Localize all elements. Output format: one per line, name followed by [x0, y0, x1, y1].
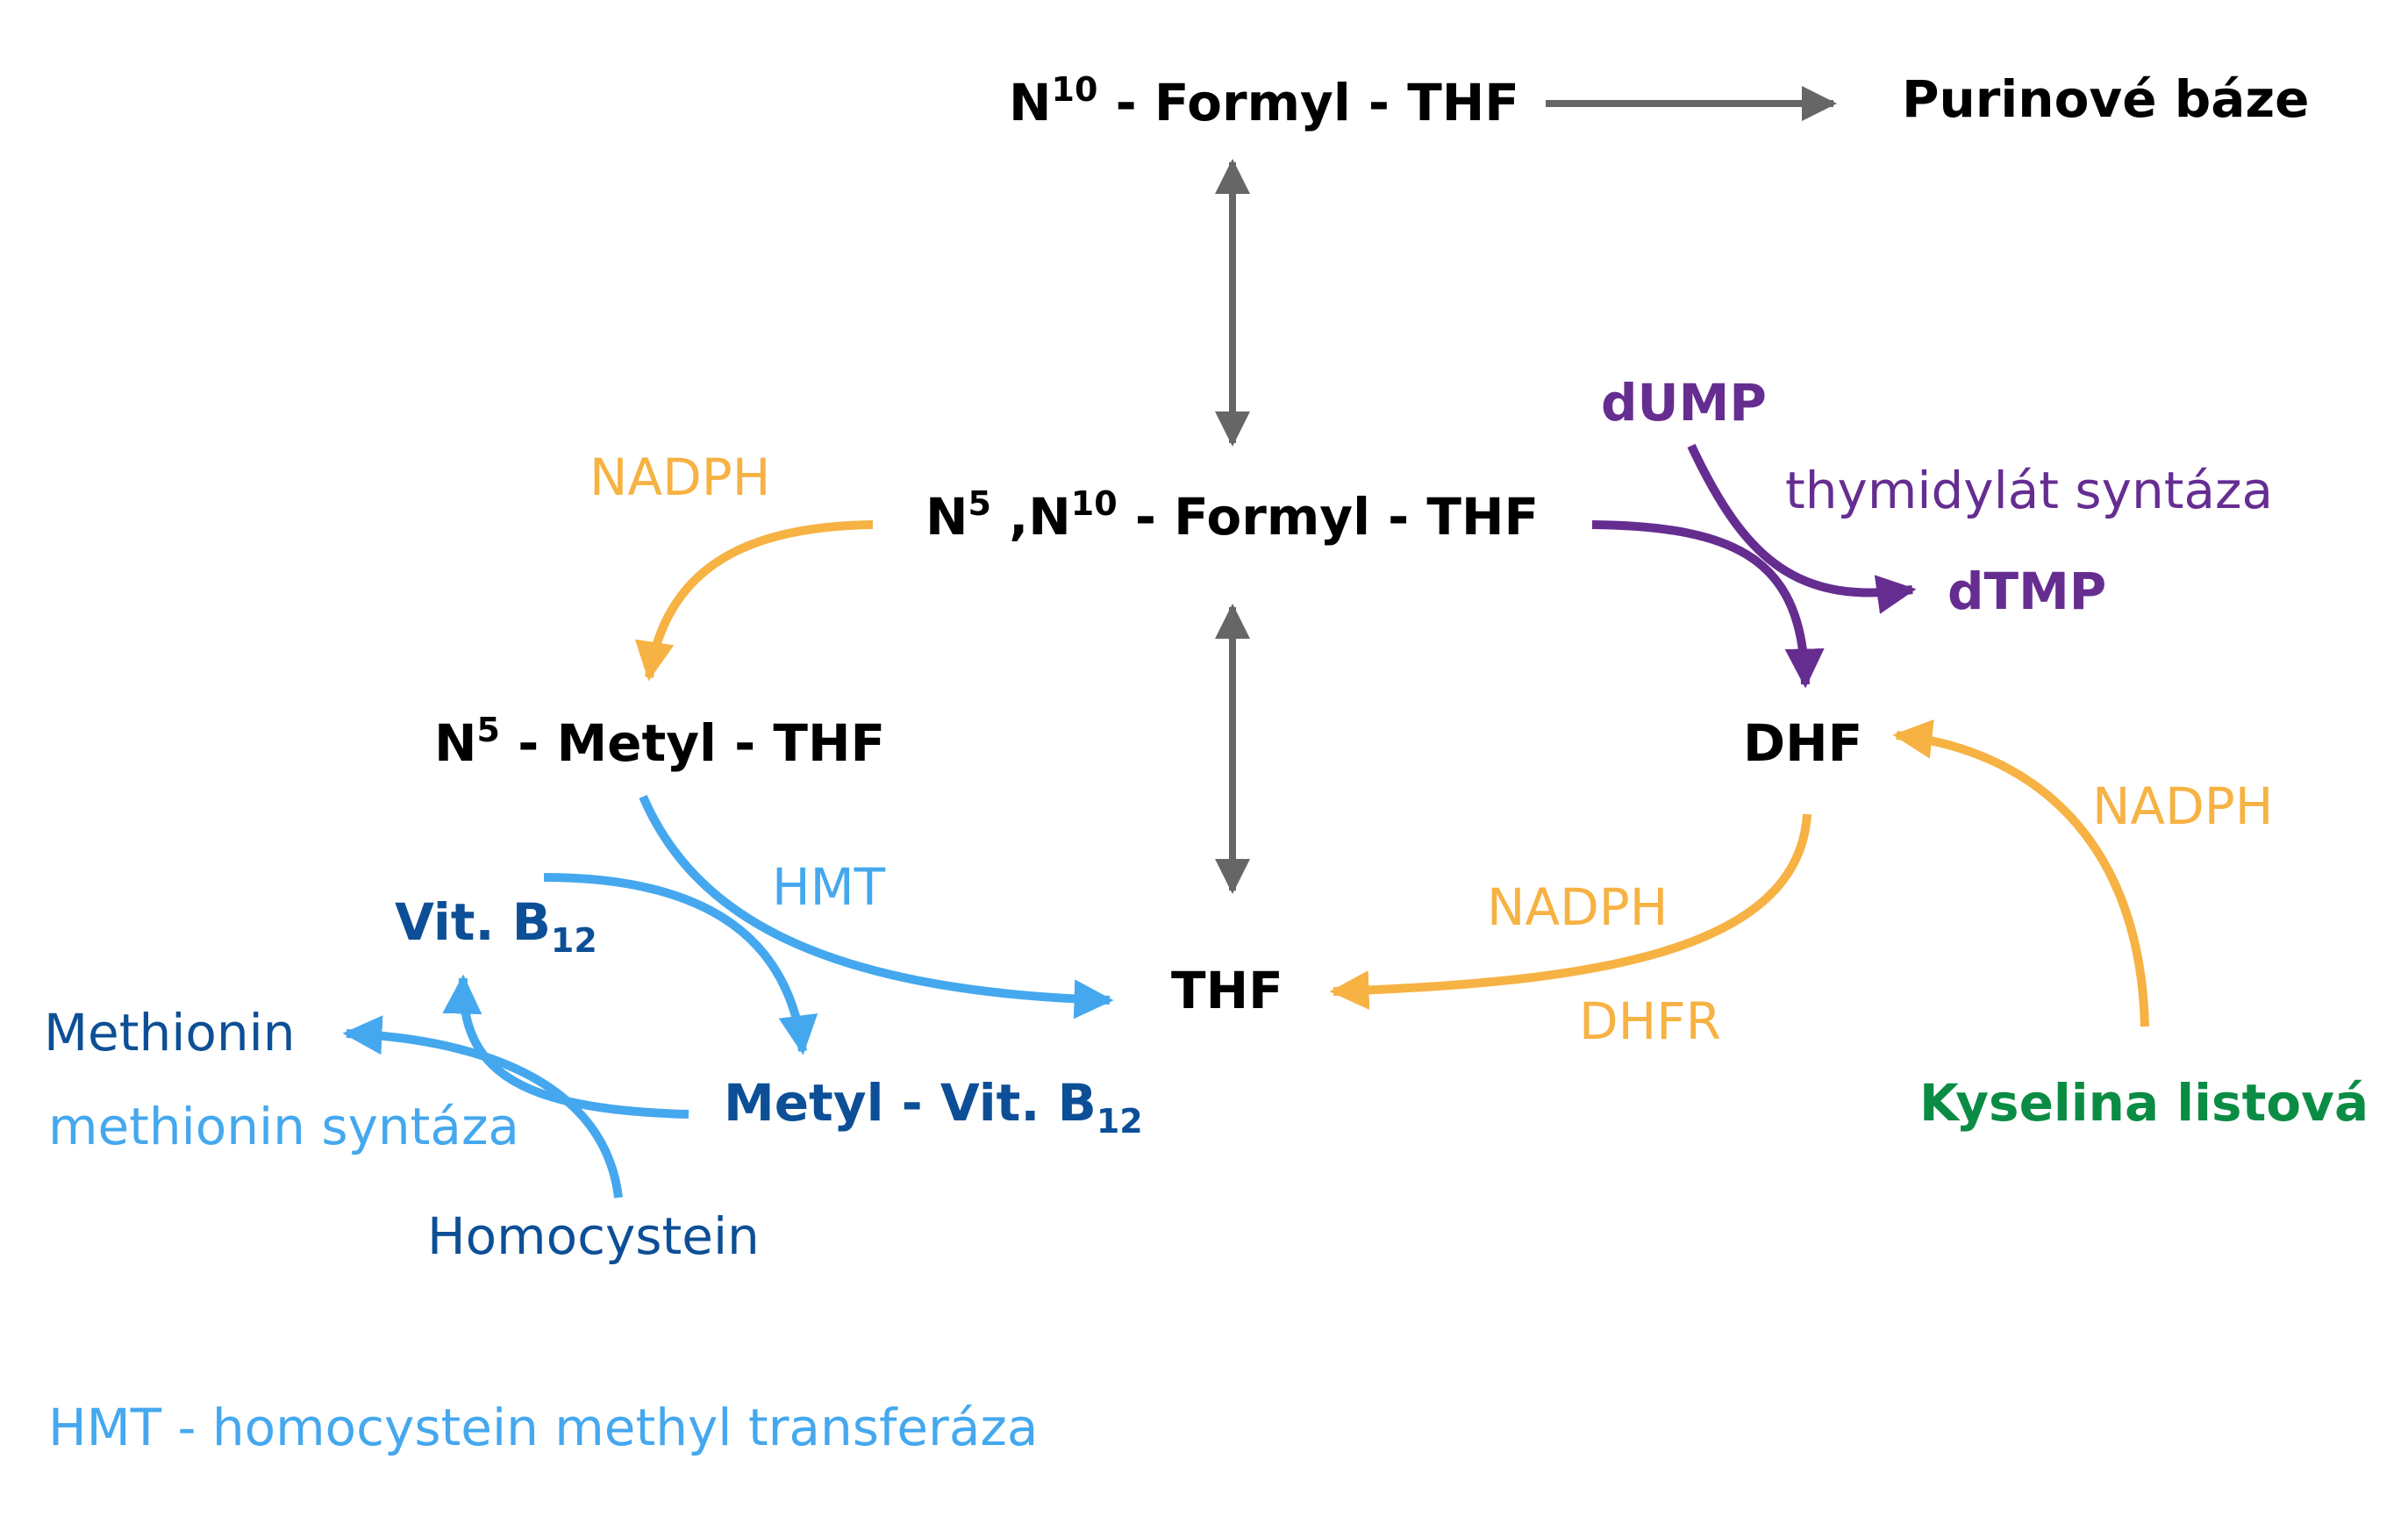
node-thf: THF	[1171, 961, 1283, 1020]
node-vit-b12: Vit. B12	[395, 892, 597, 960]
arrow-n5n10-to-dhf	[1591, 520, 1825, 689]
legend-hmt-note: HMT - homocystein methyl transferáza	[48, 1398, 1039, 1457]
arrow-folate-to-dhf	[1892, 719, 2149, 1027]
arrow-n5n10-to-n5metyl	[634, 520, 874, 682]
label-nadph-folate: NADPH	[2092, 776, 2274, 836]
node-methionin: Methionin	[44, 1003, 296, 1062]
label-methionin-syntaza: methionin syntáza	[48, 1097, 519, 1156]
node-purinove-baze: Purinové báze	[1902, 69, 2310, 129]
label-nadph-left: NADPH	[589, 447, 771, 507]
label-hmt: HMT	[772, 857, 886, 917]
label-nadph-dhfr: NADPH	[1487, 877, 1668, 937]
node-kyselina-listova: Kyselina listová	[1919, 1073, 2369, 1133]
arrow-dhf-to-thf	[1329, 813, 1811, 1011]
node-metyl-vit-b12: Metyl - Vit. B12	[724, 1073, 1143, 1141]
arrow-vitb12-to-metylvitb12	[543, 873, 818, 1055]
arrow-metylvitb12-to-vitb12	[442, 974, 690, 1119]
node-n10-formyl-thf: N10 - Formyl - THF	[1009, 70, 1519, 132]
arrow-homocystein-to-methionin	[342, 1015, 623, 1198]
node-n5-metyl-thf: N5 - Metyl - THF	[434, 711, 886, 773]
node-dump: dUMP	[1601, 373, 1767, 433]
node-homocystein: Homocystein	[427, 1206, 760, 1266]
arrow-n5metyl-to-thf	[639, 795, 1114, 1019]
label-thymidylat-syntaza: thymidylát syntáza	[1785, 461, 2273, 520]
label-dhfr: DHFR	[1579, 991, 1721, 1051]
arrow-dump-to-dtmp	[1687, 443, 1917, 614]
node-n5n10-formyl-thf: N5 ,N10 - Formyl - THF	[925, 484, 1540, 547]
node-dhf: DHF	[1743, 713, 1863, 773]
node-dtmp: dTMP	[1947, 562, 2107, 621]
